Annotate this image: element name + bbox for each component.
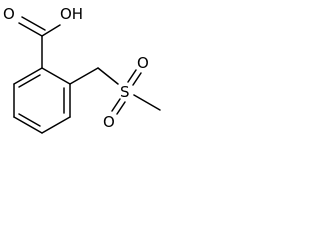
carbon-oh-bond bbox=[41, 24, 61, 37]
ring-inner-double-2 bbox=[18, 113, 41, 127]
hydroxyl-label: OH bbox=[60, 5, 83, 23]
ring-inner-double-3 bbox=[18, 74, 41, 88]
ring-bond-4 bbox=[13, 116, 43, 134]
ch2-to-sulfur-bond bbox=[97, 67, 119, 85]
sulfonyl-oxygen-bottom-label: O bbox=[103, 113, 115, 131]
sulfur-to-methyl-bond bbox=[133, 94, 161, 111]
carbonyl-double-bond-b bbox=[21, 16, 46, 31]
sulfonyl-oxygen-top-label: O bbox=[137, 54, 149, 72]
sulfur-label: S bbox=[120, 83, 130, 101]
methylsulfonylmethyl-group: S O O bbox=[69, 54, 161, 131]
ring-to-ch2-bond bbox=[69, 67, 99, 85]
sulfonyl-double-bond-bottom-b bbox=[116, 101, 126, 115]
carbonyl-double-bond-a bbox=[18, 22, 43, 37]
carbonyl-oxygen-label: O bbox=[3, 5, 15, 23]
carboxylic-acid-group: O OH bbox=[3, 5, 83, 69]
ring-bond-1 bbox=[41, 67, 71, 85]
ring-bond-6 bbox=[13, 67, 43, 85]
ring-bond-3 bbox=[41, 116, 71, 134]
sulfonyl-double-bond-top-b bbox=[132, 72, 142, 86]
benzene-ring bbox=[13, 67, 71, 134]
sulfonyl-double-bond-top-a bbox=[127, 69, 137, 83]
sulfonyl-double-bond-bottom-a bbox=[111, 98, 121, 112]
structural-formula: O OH S O O bbox=[3, 5, 161, 134]
